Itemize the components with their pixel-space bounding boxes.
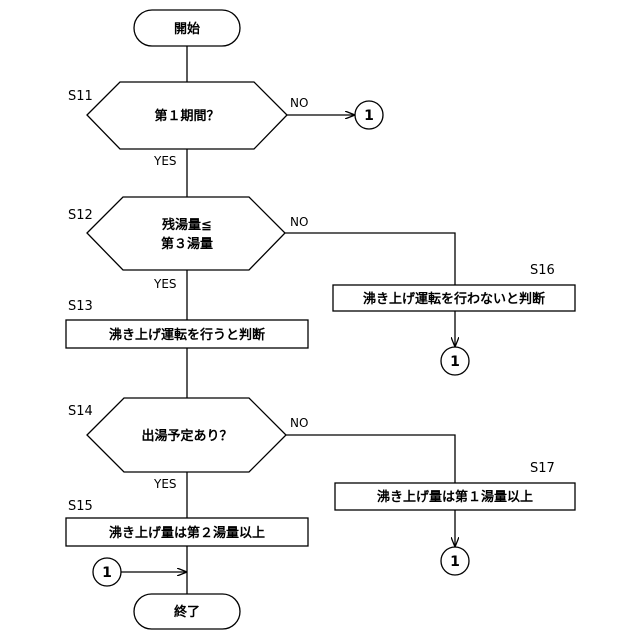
edge-d14-p17 — [286, 435, 455, 483]
process-s17-label: 沸き上げ量は第１湯量以上 — [377, 489, 533, 505]
connector-out-2: 1 — [441, 347, 469, 375]
process-s16-label: 沸き上げ運転を行わないと判断 — [363, 291, 545, 307]
decision-s14-label: 出湯予定あり？ — [141, 428, 232, 444]
connector-out-3-label: 1 — [450, 554, 460, 570]
process-s15: 沸き上げ量は第２湯量以上 — [66, 518, 308, 546]
decision-s14: 出湯予定あり？ — [87, 398, 286, 472]
branch-yes-s11: YES — [153, 154, 177, 168]
process-s16: 沸き上げ運転を行わないと判断 — [333, 285, 575, 311]
step-label-s13: S13 — [68, 299, 93, 314]
process-s15-label: 沸き上げ量は第２湯量以上 — [109, 525, 265, 541]
decision-s11: 第１期間？ — [87, 82, 287, 149]
step-label-s11: S11 — [68, 89, 93, 104]
start-label: 開始 — [174, 21, 200, 37]
process-s13-label: 沸き上げ運転を行うと判断 — [109, 327, 265, 343]
step-label-s17: S17 — [530, 461, 555, 476]
connector-out-1: 1 — [355, 101, 383, 129]
branch-no-s14: NO — [290, 416, 308, 430]
connector-in: 1 — [93, 558, 121, 586]
edge-d12-p16 — [285, 233, 455, 285]
branch-no-s11: NO — [290, 96, 308, 110]
decision-s12: 残湯量≦ 第３湯量 — [87, 197, 285, 270]
connector-in-label: 1 — [102, 565, 112, 581]
decision-s11-label: 第１期間？ — [154, 108, 219, 124]
step-label-s12: S12 — [68, 208, 93, 223]
step-label-s14: S14 — [68, 404, 93, 419]
end-label: 終了 — [174, 604, 200, 620]
connector-out-1-label: 1 — [364, 108, 374, 124]
step-label-s15: S15 — [68, 499, 93, 514]
process-s17: 沸き上げ量は第１湯量以上 — [335, 483, 575, 510]
end-terminal: 終了 — [134, 594, 240, 629]
step-label-s16: S16 — [530, 263, 555, 278]
decision-s12-label-line2: 第３湯量 — [161, 236, 213, 252]
connector-out-3: 1 — [441, 547, 469, 575]
process-s13: 沸き上げ運転を行うと判断 — [66, 320, 308, 348]
decision-s12-label-line1: 残湯量≦ — [162, 217, 212, 233]
start-terminal: 開始 — [134, 10, 240, 46]
branch-yes-s12: YES — [153, 277, 177, 291]
branch-yes-s14: YES — [153, 477, 177, 491]
branch-no-s12: NO — [290, 215, 308, 229]
connector-out-2-label: 1 — [450, 354, 460, 370]
